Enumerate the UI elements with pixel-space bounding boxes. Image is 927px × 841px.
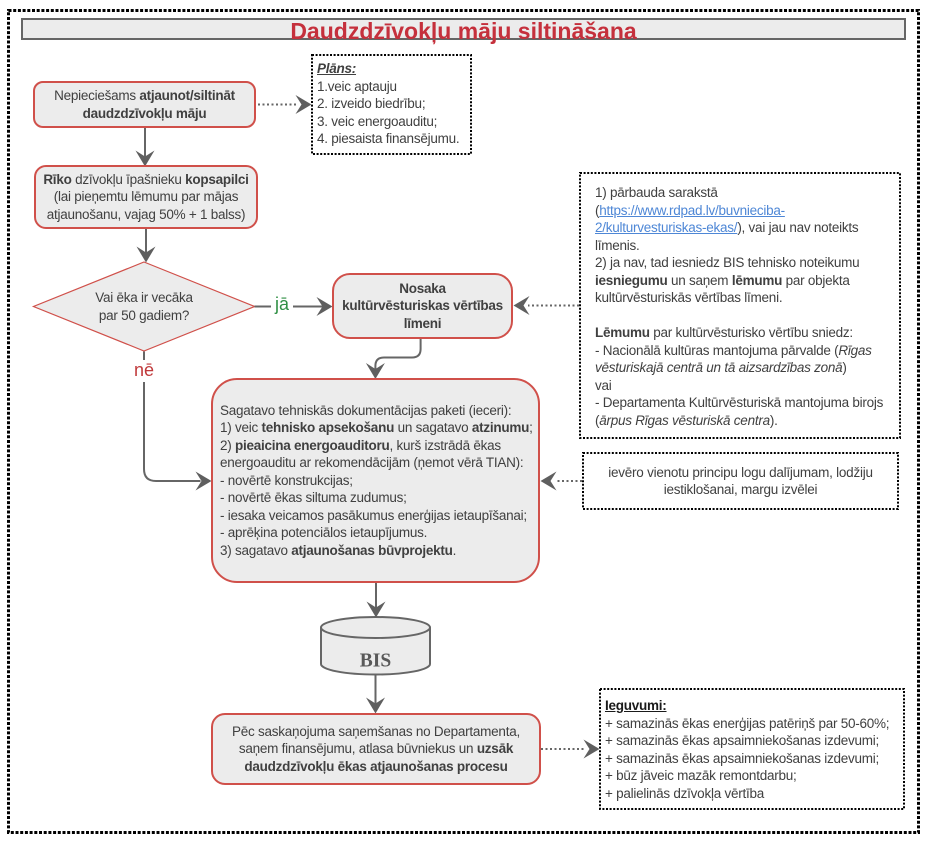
svg-text:BIS: BIS [360, 651, 392, 672]
